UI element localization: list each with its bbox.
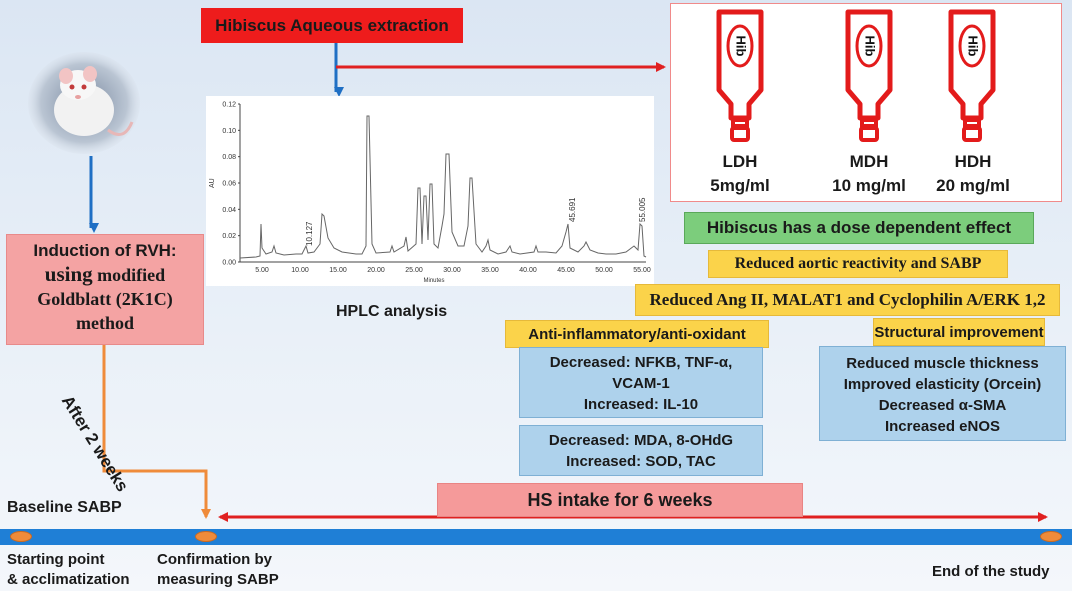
dose-mdh: MDH 10 mg/ml <box>809 150 929 198</box>
bottle-mdh-label: Hib <box>863 36 878 57</box>
hplc-ytick-5: 0.02 <box>222 233 236 240</box>
hplc-chromatogram: 0.12 0.10 0.08 0.06 0.04 0.02 0.00 5.00 10.00 15… <box>206 96 654 286</box>
structural-improvement-box: Structural improvement <box>873 318 1045 346</box>
hplc-xtick-5: 30.00 <box>443 267 461 274</box>
rvh-induction-box: Induction of RVH: using modified Goldbla… <box>6 234 204 345</box>
start-point-label: Starting point & acclimatization <box>7 550 130 590</box>
rvh-line-4: method <box>76 313 134 333</box>
hplc-xtick-8: 45.00 <box>557 267 575 274</box>
rvh-modified: modified <box>92 265 166 285</box>
dose-dependent-box: Hibiscus has a dose dependent effect <box>684 212 1034 244</box>
ang-ii-box: Reduced Ang II, MALAT1 and Cyclophilin A… <box>635 284 1060 316</box>
end-of-study-label: End of the study <box>932 563 1050 580</box>
dose-mdh-name: MDH <box>849 152 889 171</box>
dose-mdh-conc: 10 mg/ml <box>832 176 906 195</box>
hplc-xtick-2: 15.00 <box>329 267 347 274</box>
structural-line-4: Increased eNOS <box>884 418 1001 435</box>
inflammation-line-1: Decreased: NFKB, TNF-α, <box>549 354 733 371</box>
confirmation-label: Confirmation by measuring SABP <box>157 550 279 590</box>
baseline-sabp-label: Baseline SABP <box>7 499 122 516</box>
structural-markers-box: Reduced muscle thickness Improved elasti… <box>819 346 1066 441</box>
hplc-xtick-4: 25.00 <box>405 267 423 274</box>
arrow-rvh-to-confirmation <box>102 345 211 519</box>
rvh-line-3: Goldblatt (2K1C) <box>37 289 173 309</box>
hplc-xtick-9: 50.00 <box>595 267 613 274</box>
structural-line-1: Reduced muscle thickness <box>846 355 1039 372</box>
hplc-ytick-2: 0.08 <box>222 154 236 161</box>
oxidant-line-2: Increased: SOD, TAC <box>566 453 716 470</box>
anti-inflammatory-box: Anti-inflammatory/anti-oxidant <box>505 320 769 348</box>
hplc-trace <box>239 115 647 259</box>
timeline-bar <box>0 529 1072 545</box>
rvh-using: using <box>44 262 93 286</box>
hplc-ylabel: AU <box>209 178 216 188</box>
hs-intake-box: HS intake for 6 weeks <box>437 483 803 517</box>
confirm-line-2: measuring SABP <box>157 571 279 588</box>
hplc-xtick-1: 10.00 <box>291 267 309 274</box>
extraction-box: Hibiscus Aqueous extraction <box>201 8 463 43</box>
hplc-xtick-3: 20.00 <box>367 267 385 274</box>
peak-label-1: 10.127 <box>305 221 314 246</box>
rat-image <box>28 52 140 154</box>
start-line-1: Starting point <box>7 551 105 568</box>
bottle-ldh-label: Hib <box>734 36 749 57</box>
dose-hdh-conc: 20 mg/ml <box>936 176 1010 195</box>
aortic-reactivity-box: Reduced aortic reactivity and SABP <box>708 250 1008 278</box>
hplc-ytick-1: 0.10 <box>222 128 236 135</box>
timeline-start-dot <box>10 531 32 542</box>
timeline-confirmation-dot <box>195 531 217 542</box>
structural-line-3: Decreased α-SMA <box>878 397 1007 414</box>
hplc-ytick-3: 0.06 <box>222 181 236 188</box>
bottle-mdh-icon: Hib <box>834 8 904 144</box>
rvh-line-2: using modified <box>7 262 203 287</box>
timeline-end-dot <box>1040 531 1062 542</box>
hplc-xtick-7: 40.00 <box>519 267 537 274</box>
dose-ldh-name: LDH <box>722 152 758 171</box>
hplc-analysis-label: HPLC analysis <box>336 303 448 320</box>
hplc-ytick-0: 0.12 <box>222 102 236 109</box>
dose-ldh-conc: 5mg/ml <box>710 176 770 195</box>
hplc-ytick-4: 0.04 <box>222 207 236 214</box>
hplc-xtick-6: 35.00 <box>481 267 499 274</box>
bottle-ldh-icon: Hib <box>705 8 775 144</box>
inflammation-line-2: VCAM-1 <box>612 375 670 392</box>
hplc-xtick-0: 5.00 <box>255 267 269 274</box>
inflammation-markers-box: Decreased: NFKB, TNF-α, VCAM-1 Increased… <box>519 347 763 418</box>
start-line-2: & acclimatization <box>7 571 130 588</box>
peak-label-2: 45.691 <box>568 197 577 222</box>
structural-line-2: Improved elasticity (Orcein) <box>843 376 1042 393</box>
rvh-line-1: Induction of RVH: <box>33 241 177 260</box>
hplc-xtick-10: 55.00 <box>633 267 651 274</box>
dose-hdh-name: HDH <box>954 152 992 171</box>
dose-ldh: LDH 5mg/ml <box>690 150 790 198</box>
oxidant-line-1: Decreased: MDA, 8-OHdG <box>548 432 734 449</box>
bottle-hdh-label: Hib <box>966 36 981 57</box>
bottle-hdh-icon: Hib <box>937 8 1007 144</box>
hplc-xlabel: Minutes <box>423 278 444 284</box>
inflammation-line-3: Increased: IL-10 <box>583 396 699 413</box>
oxidant-markers-box: Decreased: MDA, 8-OHdG Increased: SOD, T… <box>519 425 763 476</box>
dose-hdh: HDH 20 mg/ml <box>913 150 1033 198</box>
hplc-ytick-6: 0.00 <box>222 260 236 267</box>
peak-label-3: 55.005 <box>638 197 647 222</box>
confirm-line-1: Confirmation by <box>157 551 272 568</box>
